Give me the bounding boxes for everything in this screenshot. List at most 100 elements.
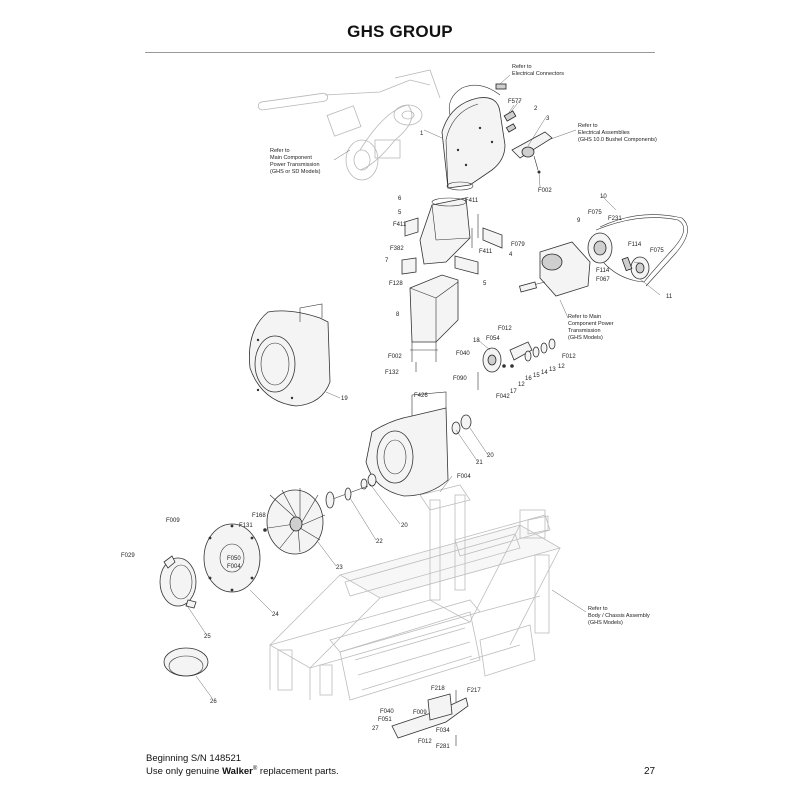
callout-f128: F128 bbox=[389, 281, 403, 287]
callout-22: 22 bbox=[376, 539, 383, 545]
callout-27: 27 bbox=[372, 726, 379, 732]
part-8-chute-lower bbox=[409, 274, 459, 362]
callout-19: 19 bbox=[341, 396, 348, 402]
callout-f079: F079 bbox=[511, 242, 525, 248]
callout-16: 16 bbox=[525, 376, 532, 382]
callout-f114-bottom: F114 bbox=[596, 268, 610, 274]
callout-f051: F051 bbox=[378, 717, 392, 723]
callout-f577: F577 bbox=[508, 99, 522, 105]
callout-24: 24 bbox=[272, 612, 279, 618]
callout-8: 8 bbox=[396, 312, 400, 318]
page-title: GHS GROUP bbox=[347, 22, 453, 41]
ref-body-chassis: Refer to Body / Chassis Assembly (GHS Mo… bbox=[588, 606, 651, 626]
ref-main-power-mid: Refer to Main Component Power Transmissi… bbox=[568, 314, 615, 341]
callout-f012-top: F012 bbox=[498, 326, 512, 332]
footer-registered-mark: ® bbox=[252, 766, 258, 772]
footer-brand: Walker bbox=[222, 766, 253, 778]
ref-electrical-assemblies: Refer to Electrical Assemblies (GHS 10.0… bbox=[578, 123, 657, 143]
part-27-bracket bbox=[391, 690, 469, 746]
callout-f411-left: F411 bbox=[393, 222, 407, 228]
callout-9: 9 bbox=[577, 218, 581, 224]
callout-labels: 1 2 3 F577 F002 6 5 F411 F411 F079 4 F41… bbox=[121, 99, 673, 750]
page-number: 27 bbox=[644, 766, 656, 777]
callout-f012-bottom: F012 bbox=[418, 739, 432, 745]
callout-1: 1 bbox=[420, 131, 424, 137]
callout-f426: F426 bbox=[414, 393, 428, 399]
callout-f382: F382 bbox=[390, 246, 404, 252]
callout-f029: F029 bbox=[121, 553, 135, 559]
callout-13: 13 bbox=[549, 367, 556, 373]
callout-f131: F131 bbox=[239, 523, 253, 529]
power-transmission-ghost bbox=[257, 69, 441, 181]
callout-f034: F034 bbox=[436, 728, 450, 734]
callout-23: 23 bbox=[336, 565, 343, 571]
callout-f040-bottom: F040 bbox=[380, 709, 394, 715]
callout-f012-right: F012 bbox=[562, 354, 576, 360]
ref-electrical-connectors: Refer to Electrical Connectors bbox=[512, 64, 564, 77]
callout-11: 11 bbox=[666, 294, 673, 300]
callout-f132: F132 bbox=[385, 370, 399, 376]
part-22-shaft bbox=[325, 485, 369, 509]
callout-f054: F054 bbox=[486, 336, 500, 342]
title-divider bbox=[145, 52, 655, 53]
footer-note: Use only genuine Walker® replacement par… bbox=[146, 766, 339, 777]
fan-housing-rear bbox=[360, 391, 472, 497]
part-24-plate bbox=[203, 523, 261, 593]
part-1-chute-upper bbox=[441, 97, 506, 191]
callout-21: 21 bbox=[476, 460, 483, 466]
callout-f002-top: F002 bbox=[538, 188, 552, 194]
callout-12-right: 12 bbox=[558, 364, 565, 370]
callout-2: 2 bbox=[534, 106, 538, 112]
callout-5-top: 5 bbox=[398, 210, 402, 216]
callout-18: 18 bbox=[473, 338, 480, 344]
callout-f009-bottom: F009 bbox=[413, 710, 427, 716]
callout-f075-top: F075 bbox=[588, 210, 602, 216]
part-26-ring bbox=[163, 647, 209, 677]
ref-main-power-top: Refer to Main Component Power Transmissi… bbox=[270, 148, 321, 175]
footer-serial-number: Beginning S/N 148521 bbox=[146, 753, 242, 764]
part-19-fan-housing bbox=[249, 303, 331, 407]
callout-6: 6 bbox=[398, 196, 402, 202]
callout-20-bottom: 20 bbox=[401, 523, 408, 529]
part-25-inlet bbox=[159, 555, 197, 609]
callout-f231: F231 bbox=[608, 216, 622, 222]
callout-f042: F042 bbox=[496, 394, 510, 400]
callout-f075-right: F075 bbox=[650, 248, 664, 254]
callout-14: 14 bbox=[541, 370, 548, 376]
callout-f004-mid: F004 bbox=[457, 474, 471, 480]
callout-f411-top: F411 bbox=[465, 198, 479, 204]
callout-f114-top: F114 bbox=[628, 242, 642, 248]
callout-f009-left: F009 bbox=[166, 518, 180, 524]
callout-26: 26 bbox=[210, 699, 217, 705]
gearbox-assembly bbox=[519, 214, 688, 297]
brackets bbox=[401, 214, 503, 275]
footer-note-suffix: replacement parts. bbox=[257, 766, 339, 778]
callout-15: 15 bbox=[533, 373, 540, 379]
callout-f004-left: F004 bbox=[227, 564, 241, 570]
chassis-frame bbox=[268, 484, 562, 701]
electrical-wiring bbox=[448, 83, 553, 174]
callout-f168: F168 bbox=[252, 513, 266, 519]
footer-note-prefix: Use only genuine bbox=[146, 766, 223, 778]
callout-7: 7 bbox=[385, 258, 389, 264]
callout-4: 4 bbox=[509, 252, 513, 258]
callout-f050: F050 bbox=[227, 556, 241, 562]
callout-f040: F040 bbox=[456, 351, 470, 357]
callout-17: 17 bbox=[510, 389, 517, 395]
callout-f218: F218 bbox=[431, 686, 445, 692]
callout-5-bottom: 5 bbox=[483, 281, 487, 287]
callout-f217: F217 bbox=[467, 688, 481, 694]
part-23-impeller bbox=[263, 488, 326, 555]
callout-3: 3 bbox=[546, 116, 550, 122]
callout-f281: F281 bbox=[436, 744, 450, 750]
callout-20-top: 20 bbox=[487, 453, 494, 459]
callout-f067: F067 bbox=[596, 277, 610, 283]
callout-f090: F090 bbox=[453, 376, 467, 382]
callout-25: 25 bbox=[204, 634, 211, 640]
leader-lines bbox=[185, 74, 661, 699]
bearing-row bbox=[415, 338, 556, 390]
callout-10: 10 bbox=[600, 194, 607, 200]
callout-f002-mid: F002 bbox=[388, 354, 402, 360]
callout-f411-right: F411 bbox=[479, 249, 493, 255]
